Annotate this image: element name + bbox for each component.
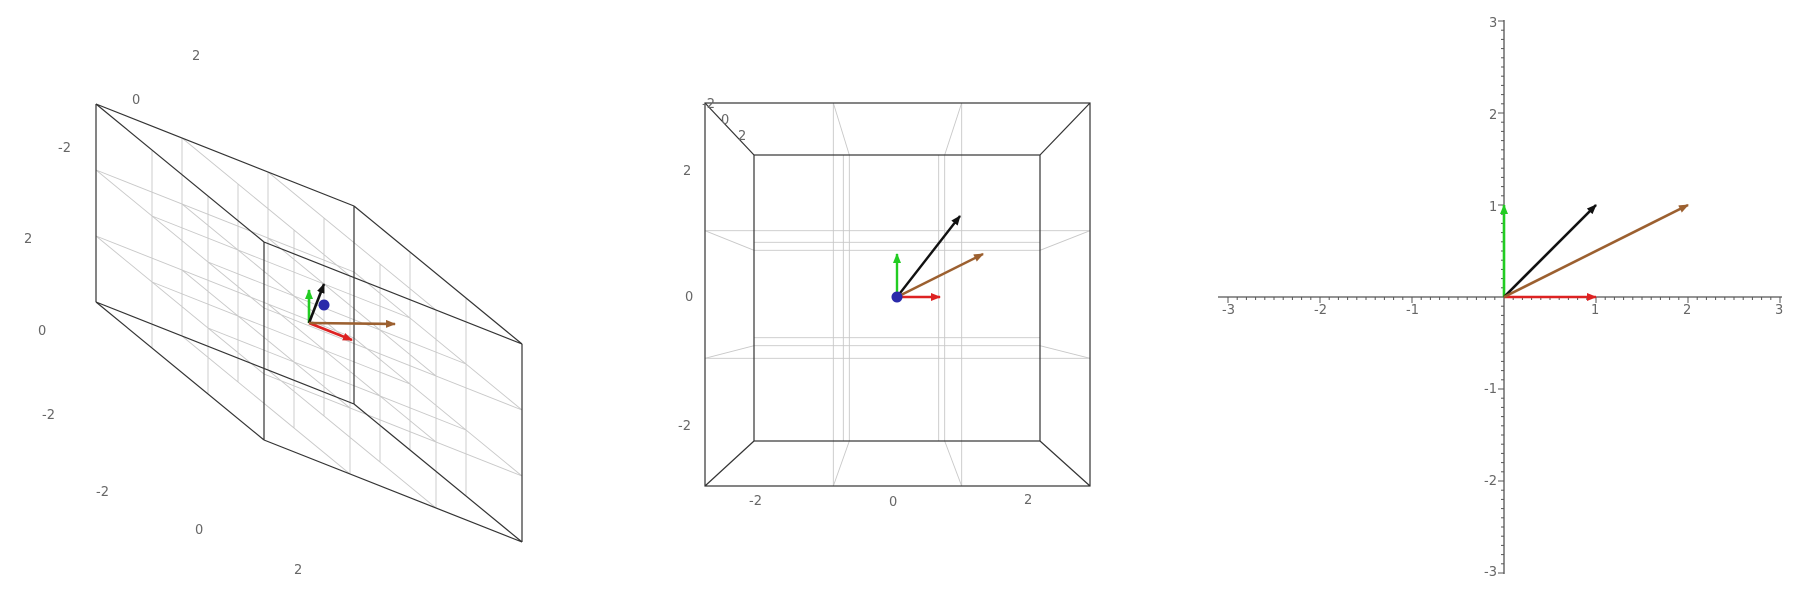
grid-line xyxy=(95,169,355,273)
grid-line xyxy=(207,327,467,431)
tick-label: -2 xyxy=(678,419,691,434)
panel-2d: -3 -2 -1 1 2 3 3 2 1 -1 -2 -3 xyxy=(1218,16,1783,580)
tick-label: 0 xyxy=(195,523,203,538)
tick-label: 1 xyxy=(1591,303,1599,318)
grid-lines xyxy=(95,137,523,509)
box-edge xyxy=(1039,440,1091,487)
box-edge xyxy=(95,301,265,441)
grid-line xyxy=(207,261,467,365)
grid-line xyxy=(181,203,351,343)
grid-line xyxy=(263,307,523,411)
grid-line xyxy=(151,281,411,385)
box-edge xyxy=(704,440,755,487)
grid-line xyxy=(267,171,437,311)
vector-arrow-brown xyxy=(1503,203,1689,299)
tick-label: -2 xyxy=(96,485,109,500)
box-edge xyxy=(95,103,265,243)
grid-line xyxy=(353,271,523,411)
grid-line xyxy=(832,102,850,156)
grid-line xyxy=(944,102,963,156)
vector-group xyxy=(305,283,396,342)
grid-line xyxy=(832,440,850,487)
tick-labels: -3 -2 -1 1 2 3 3 2 1 -1 -2 -3 xyxy=(1222,16,1783,580)
grid-line xyxy=(704,230,755,251)
grid-line xyxy=(95,235,265,375)
tick-label: 2 xyxy=(1683,303,1691,318)
vector-arrow-black xyxy=(307,283,326,324)
tick-label: 2 xyxy=(1024,493,1032,508)
tick-label: 2 xyxy=(1489,108,1497,123)
vector-arrow-red xyxy=(308,321,353,342)
grid-line xyxy=(263,373,523,477)
box-edge xyxy=(353,403,523,543)
tick-label: -3 xyxy=(1484,565,1497,580)
tick-label: -2 xyxy=(702,97,715,112)
grid-line xyxy=(267,237,437,377)
grid-line xyxy=(353,337,523,477)
vector-arrow-black xyxy=(896,215,961,298)
origin-point xyxy=(318,299,330,311)
vector-arrow-brown xyxy=(308,319,396,328)
tick-labels: -2 0 2 2 0 -2 -2 0 2 xyxy=(678,97,1032,510)
tick-labels: 2 0 -2 2 0 -2 -2 0 2 xyxy=(24,49,302,578)
grid-line xyxy=(151,215,411,319)
tick-label: -2 xyxy=(1314,303,1327,318)
box-edge xyxy=(704,102,755,156)
tick-label: -1 xyxy=(1484,382,1497,397)
tick-label: 0 xyxy=(132,93,140,108)
vector-group xyxy=(891,215,984,303)
grid-line xyxy=(1039,345,1091,359)
tick-label: 1 xyxy=(1489,200,1497,215)
tick-label: -2 xyxy=(749,494,762,509)
tick-label: 0 xyxy=(721,113,729,128)
grid-line xyxy=(181,137,351,277)
tick-label: 2 xyxy=(294,563,302,578)
vector-arrow-black xyxy=(1503,204,1597,298)
vector-group xyxy=(1500,203,1689,301)
box-front-face xyxy=(704,102,1091,487)
vector-arrow-brown xyxy=(896,252,984,299)
tick-label: 0 xyxy=(38,324,46,339)
tick-label: -1 xyxy=(1406,303,1419,318)
grid-line xyxy=(704,345,755,359)
tick-label: -2 xyxy=(1484,474,1497,489)
tick-label: 0 xyxy=(889,495,897,510)
tick-label: -2 xyxy=(42,408,55,423)
bounding-box xyxy=(704,102,1091,487)
panel-3d-front: -2 0 2 2 0 -2 -2 0 2 xyxy=(678,97,1091,510)
tick-label: 2 xyxy=(683,164,691,179)
box-edge xyxy=(263,241,523,345)
tick-label: 0 xyxy=(685,290,693,305)
tick-label: -2 xyxy=(58,141,71,156)
box-edge xyxy=(95,301,355,405)
panel-3d-oblique: 2 0 -2 2 0 -2 -2 0 2 xyxy=(24,49,523,578)
tick-label: 2 xyxy=(24,232,32,247)
box-edge xyxy=(1039,102,1091,156)
tick-label: 2 xyxy=(192,49,200,64)
box-back-face xyxy=(753,154,1041,442)
tick-label: 3 xyxy=(1489,16,1497,31)
origin-point xyxy=(891,291,903,303)
box-edge xyxy=(95,103,355,207)
grid-line xyxy=(95,169,265,309)
grid-line xyxy=(267,369,437,509)
grid-line xyxy=(944,440,963,487)
grid-line xyxy=(267,303,437,443)
tick-label: -3 xyxy=(1222,303,1235,318)
grid-line xyxy=(181,269,351,409)
grid-line xyxy=(181,335,351,475)
tick-label: 3 xyxy=(1775,303,1783,318)
tick-label: 2 xyxy=(738,129,746,144)
bounding-box xyxy=(95,103,523,543)
box-edge xyxy=(353,205,523,345)
box-edge xyxy=(263,439,523,543)
grid-line xyxy=(1039,230,1091,251)
